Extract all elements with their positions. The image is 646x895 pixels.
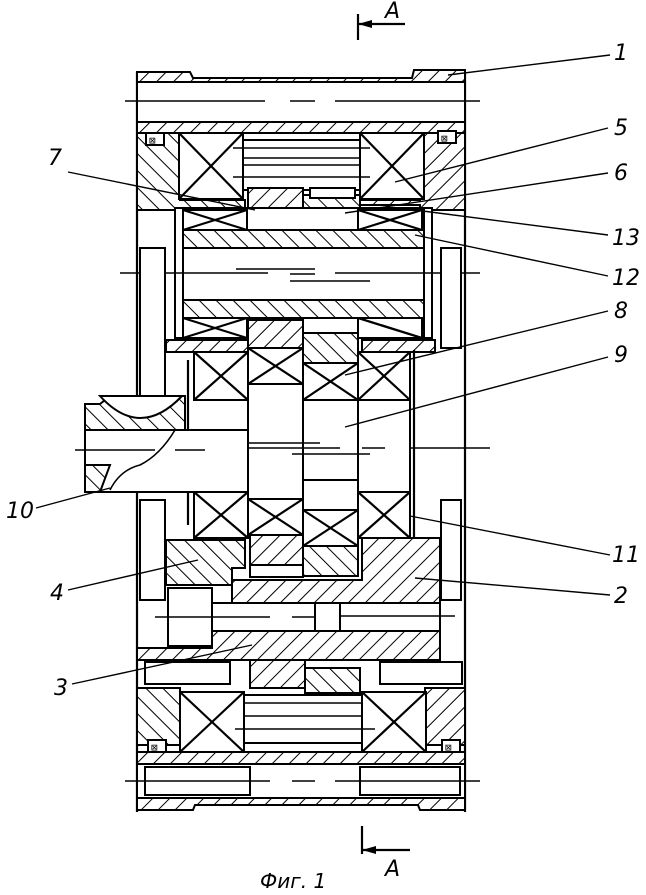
- section-marker-top: A: [358, 0, 405, 40]
- section-label-bottom: A: [383, 857, 400, 882]
- label-6: 6: [614, 161, 628, 186]
- label-5: 5: [614, 116, 628, 141]
- label-4: 4: [50, 581, 64, 606]
- section-marker-bottom: A: [362, 826, 410, 882]
- label-2: 2: [614, 584, 628, 609]
- label-12: 12: [612, 266, 640, 291]
- label-7: 7: [48, 146, 62, 171]
- label-13: 13: [612, 226, 640, 251]
- section-label-top: A: [383, 0, 400, 24]
- label-9: 9: [614, 343, 628, 368]
- upper-shaft-assembly: [120, 208, 480, 338]
- label-3: 3: [54, 676, 68, 701]
- top-outer-ring: [125, 70, 480, 133]
- figure-caption: Фиг. 1: [260, 869, 326, 893]
- svg-text:⊠: ⊠: [441, 132, 448, 145]
- bottom-gear-ring: ⊠ ⊠: [137, 660, 465, 754]
- bottom-outer-ring: [125, 752, 480, 810]
- svg-text:⊠: ⊠: [149, 134, 156, 147]
- label-8: 8: [614, 299, 628, 324]
- label-1: 1: [614, 41, 628, 66]
- label-11: 11: [612, 543, 640, 568]
- input-shaft: [75, 396, 248, 492]
- label-10: 10: [6, 499, 34, 524]
